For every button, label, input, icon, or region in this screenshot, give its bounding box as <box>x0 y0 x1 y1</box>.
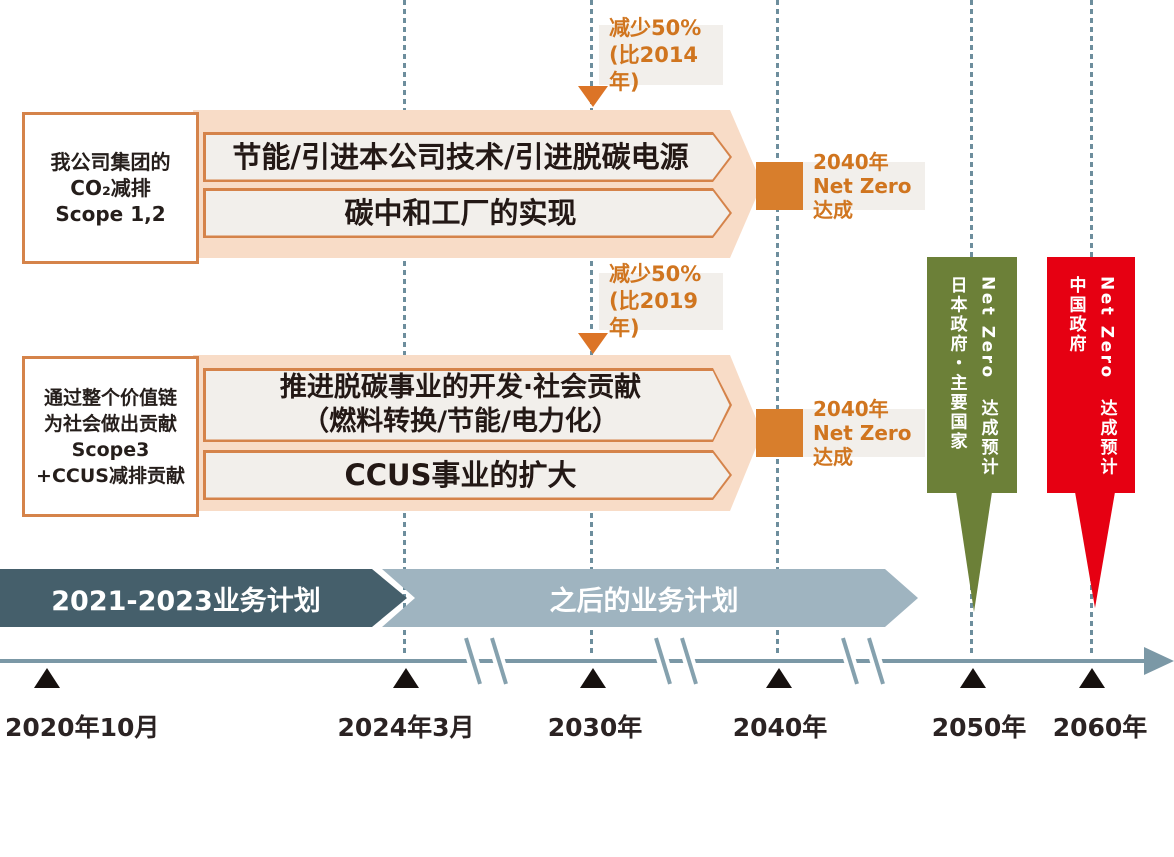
scope3-target-line2: (比2019年) <box>609 289 699 340</box>
business-plan-band-later: 之后的业务计划 <box>382 569 918 627</box>
scope3-side-label-line1: 通过整个价值链 <box>43 386 177 409</box>
timeline-axis-arrowhead-icon <box>1144 647 1174 675</box>
business-plan-band-2021-2023: 2021-2023业务计划 <box>0 569 407 627</box>
business-plan-2021-2023-label: 2021-2023业务计划 <box>51 585 321 617</box>
scope12-milestone-marker <box>756 162 803 210</box>
tick-label-2030: 2030年 <box>547 713 643 742</box>
scope12-row-energy-saving-inner: 节能/引进本公司技术/引进脱碳电源 <box>206 135 730 180</box>
japan-net-zero-banner: 日本政府・主要国家 Net Zero 达成预计 <box>927 257 1017 493</box>
scope3-milestone-label: 2040年 Net Zero达成 <box>803 397 925 469</box>
scope12-side-label-line3: Scope 1,2 <box>55 202 166 226</box>
scope3-row2-text: CCUS事业的扩大 <box>344 458 577 492</box>
scope3-target-line1: 减少50% <box>609 262 702 286</box>
scope3-milestone-line2: Net Zero达成 <box>813 421 912 469</box>
tick-label-2024-03: 2024年3月 <box>337 713 475 742</box>
scope3-target-label: 减少50% (比2019年) <box>599 262 723 340</box>
china-banner-note: Net Zero 达成预计 <box>1096 276 1117 478</box>
scope12-row2-text: 碳中和工厂的实现 <box>344 196 577 230</box>
tick-2060-icon <box>1079 668 1105 688</box>
timeline-axis <box>0 659 1148 663</box>
scope12-side-label: 我公司集团的 CO₂减排 Scope 1,2 <box>22 112 199 264</box>
scope12-target-label: 减少50% (比2014年) <box>599 16 723 94</box>
scope12-side-label-line2: CO₂减排 <box>70 176 151 200</box>
scope3-target-arrow-icon <box>578 333 608 354</box>
scope3-row-ccus: CCUS事业的扩大 <box>203 450 732 500</box>
scope3-milestone-marker <box>756 409 803 457</box>
scope12-row-carbon-neutral-factory-inner: 碳中和工厂的实现 <box>206 191 730 236</box>
china-banner-org: 中国政府 <box>1065 276 1086 354</box>
business-plan-later-label: 之后的业务计划 <box>549 585 739 617</box>
scope12-milestone-line2: Net Zero达成 <box>813 174 912 222</box>
scope3-side-label-line3: Scope3 <box>71 438 150 461</box>
tick-2020-10-icon <box>34 668 60 688</box>
gridline-2024 <box>403 0 406 657</box>
scope12-row-energy-saving: 节能/引进本公司技术/引进脱碳电源 <box>203 132 732 182</box>
scope3-side-label-line4: +CCUS减排贡献 <box>36 464 185 487</box>
scope3-row-ccus-inner: CCUS事业的扩大 <box>206 453 730 498</box>
tick-label-2060: 2060年 <box>1052 713 1148 742</box>
tick-label-2040: 2040年 <box>732 713 828 742</box>
scope12-target-line2: (比2014年) <box>609 42 699 94</box>
scope12-side-label-line1: 我公司集团的 <box>50 150 171 174</box>
scope12-milestone-label: 2040年 Net Zero达成 <box>803 150 925 222</box>
scope3-side-label-line2: 为社会做出贡献 <box>43 412 177 435</box>
scope3-row1-line2: （燃料转换/节能/电力化） <box>302 406 619 437</box>
japan-banner-org: 日本政府・主要国家 <box>946 276 967 452</box>
tick-2030-icon <box>580 668 606 688</box>
gridline-2030 <box>590 0 593 657</box>
japan-banner-note: Net Zero 达成预计 <box>977 276 998 478</box>
scope12-row-carbon-neutral-factory: 碳中和工厂的实现 <box>203 188 732 238</box>
tick-label-2020-10: 2020年10月 <box>5 713 160 742</box>
scope3-row1-line1: 推进脱碳事业的开发·社会贡献 <box>279 372 642 403</box>
scope12-target-arrow-icon <box>578 86 608 107</box>
china-banner-pointer-icon <box>1075 492 1115 608</box>
china-net-zero-banner: 中国政府 Net Zero 达成预计 <box>1047 257 1135 493</box>
scope3-row-decarbonization: 推进脱碳事业的开发·社会贡献 （燃料转换/节能/电力化） <box>203 368 732 442</box>
scope3-side-label: 通过整个价值链 为社会做出贡献 Scope3 +CCUS减排贡献 <box>22 356 199 517</box>
scope12-milestone-line1: 2040年 <box>813 150 889 174</box>
tick-2050-icon <box>960 668 986 688</box>
scope3-milestone-line1: 2040年 <box>813 397 889 421</box>
tick-2040-icon <box>766 668 792 688</box>
tick-label-2050: 2050年 <box>931 713 1027 742</box>
scope12-row1-text: 节能/引进本公司技术/引进脱碳电源 <box>232 140 689 174</box>
scope12-target-line1: 减少50% <box>609 15 702 40</box>
gridline-2040 <box>776 0 779 657</box>
scope3-row-decarbonization-inner: 推进脱碳事业的开发·社会贡献 （燃料转换/节能/电力化） <box>206 371 730 440</box>
tick-2024-03-icon <box>393 668 419 688</box>
japan-banner-pointer-icon <box>956 492 992 612</box>
